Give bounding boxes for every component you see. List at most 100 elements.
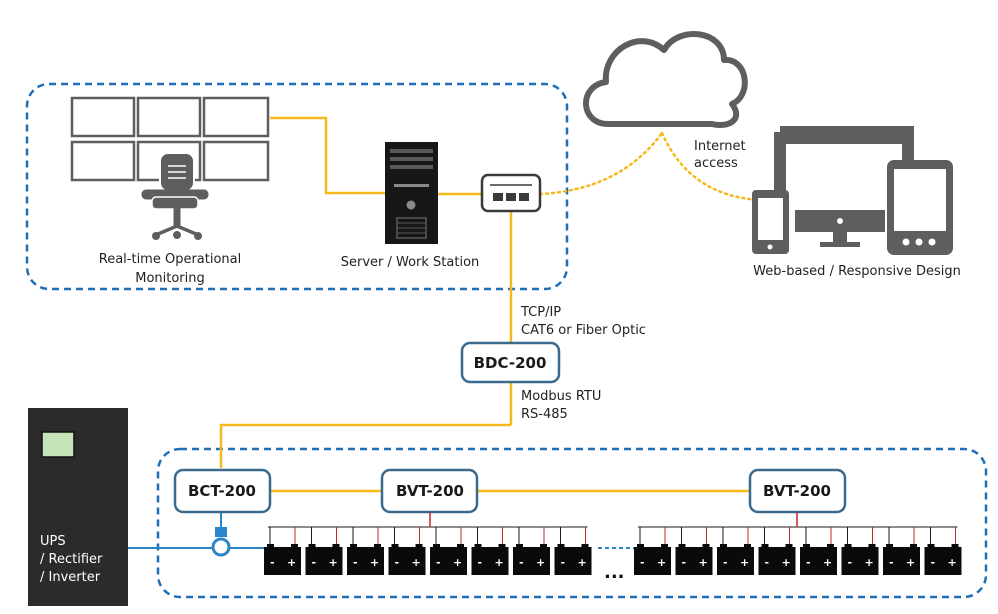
battery-icon: -+	[634, 527, 671, 575]
battery-minus-terminal: -	[478, 556, 483, 569]
battery-plus-terminal: +	[699, 556, 708, 569]
battery-plus-terminal: +	[370, 556, 379, 569]
battery-icon: -+	[841, 527, 879, 575]
battery-minus-terminal: -	[765, 556, 770, 569]
bdc-200-node[interactable]: BDC-200	[460, 341, 561, 384]
bvt-200-label-2: BVT-200	[763, 482, 831, 500]
ups-label-line2: / Rectifier	[40, 552, 103, 567]
battery-body	[675, 547, 713, 575]
battery-plus-terminal: +	[453, 556, 462, 569]
battery-body	[305, 547, 343, 575]
switch-to-cloud-link	[538, 131, 664, 196]
tcp-label-line2: CAT6 or Fiber Optic	[521, 323, 646, 338]
battery-minus-terminal: -	[640, 556, 645, 569]
battery-icon: -+	[800, 527, 837, 575]
ups-screen	[41, 431, 75, 458]
battery-icon: -+	[675, 527, 713, 575]
battery-minus-terminal: -	[312, 556, 317, 569]
battery-minus-terminal: -	[682, 556, 687, 569]
battery-plus-terminal: +	[865, 556, 874, 569]
ellipsis-label: ...	[604, 562, 625, 583]
cloud-to-devices-link	[660, 131, 762, 202]
battery-minus-terminal: -	[353, 556, 358, 569]
battery-system-group	[156, 447, 988, 599]
battery-minus-terminal: -	[723, 556, 728, 569]
battery-body	[634, 547, 671, 575]
bvt-200-node-1[interactable]: BVT-200	[380, 468, 479, 514]
battery-icon: -+	[264, 527, 301, 575]
battery-plus-terminal: +	[740, 556, 749, 569]
monitoring-label-line2: Monitoring	[135, 271, 205, 286]
battery-icon: -+	[513, 527, 550, 575]
office-chair-icon	[141, 152, 209, 240]
ups-label-line1: UPS	[40, 534, 66, 549]
battery-minus-terminal: -	[395, 556, 400, 569]
battery-body	[388, 547, 426, 575]
tcp-label-line1: TCP/IP	[520, 305, 561, 320]
cloud-icon	[583, 31, 748, 128]
battery-body	[800, 547, 837, 575]
battery-icon: -+	[347, 527, 384, 575]
battery-plus-terminal: +	[329, 556, 338, 569]
battery-body	[717, 547, 754, 575]
battery-icon: -+	[388, 527, 426, 575]
battery-body	[471, 547, 509, 575]
battery-plus-terminal: +	[412, 556, 421, 569]
battery-icon: -+	[883, 527, 920, 575]
modbus-to-bct-link	[219, 423, 511, 468]
current-sensor-icon	[211, 513, 231, 557]
battery-body	[347, 547, 384, 575]
battery-minus-terminal: -	[436, 556, 441, 569]
battery-icon: -+	[758, 527, 796, 575]
battery-plus-terminal: +	[495, 556, 504, 569]
battery-icon: -+	[924, 527, 962, 575]
internet-label-line2: access	[694, 156, 738, 171]
battery-body	[841, 547, 879, 575]
battery-icon: -+	[471, 527, 509, 575]
battery-plus-terminal: +	[782, 556, 791, 569]
battery-body	[554, 547, 592, 575]
battery-body	[883, 547, 920, 575]
battery-string-right: -+-+-+-+-+-+-+-+	[634, 512, 962, 575]
battery-plus-terminal: +	[536, 556, 545, 569]
internet-label-line1: Internet	[694, 139, 746, 154]
control-room-group	[25, 82, 569, 291]
battery-plus-terminal: +	[578, 556, 587, 569]
modbus-label-line1: Modbus RTU	[521, 389, 601, 404]
battery-minus-terminal: -	[889, 556, 894, 569]
monitoring-label-line1: Real-time Operational	[99, 252, 242, 267]
battery-plus-terminal: +	[287, 556, 296, 569]
battery-minus-terminal: -	[561, 556, 566, 569]
ups-unit: UPS / Rectifier / Inverter	[28, 408, 128, 606]
battery-icon: -+	[430, 527, 467, 575]
server-label: Server / Work Station	[341, 255, 480, 270]
battery-icon: -+	[717, 527, 754, 575]
modbus-label-line2: RS-485	[521, 407, 568, 422]
battery-body	[513, 547, 550, 575]
monitor-to-server-link	[270, 116, 385, 195]
bct-200-label: BCT-200	[188, 482, 256, 500]
battery-body	[758, 547, 796, 575]
battery-string-left: -+-+-+-+-+-+-+-+	[264, 512, 592, 575]
bct-200-node[interactable]: BCT-200	[173, 468, 272, 514]
battery-icon: -+	[305, 527, 343, 575]
bvt-200-node-2[interactable]: BVT-200	[748, 468, 847, 514]
battery-plus-terminal: +	[657, 556, 666, 569]
battery-minus-terminal: -	[519, 556, 524, 569]
connection-lines	[219, 116, 762, 493]
server-tower-icon	[385, 142, 438, 244]
battery-plus-terminal: +	[948, 556, 957, 569]
battery-minus-terminal: -	[848, 556, 853, 569]
battery-plus-terminal: +	[906, 556, 915, 569]
bdc-200-label: BDC-200	[474, 354, 547, 372]
ups-label-line3: / Inverter	[40, 570, 101, 585]
battery-body	[430, 547, 467, 575]
battery-icon: -+	[554, 527, 592, 575]
battery-minus-terminal: -	[806, 556, 811, 569]
battery-body	[924, 547, 962, 575]
network-switch-icon	[480, 173, 542, 213]
battery-minus-terminal: -	[931, 556, 936, 569]
bvt-200-label-1: BVT-200	[396, 482, 464, 500]
